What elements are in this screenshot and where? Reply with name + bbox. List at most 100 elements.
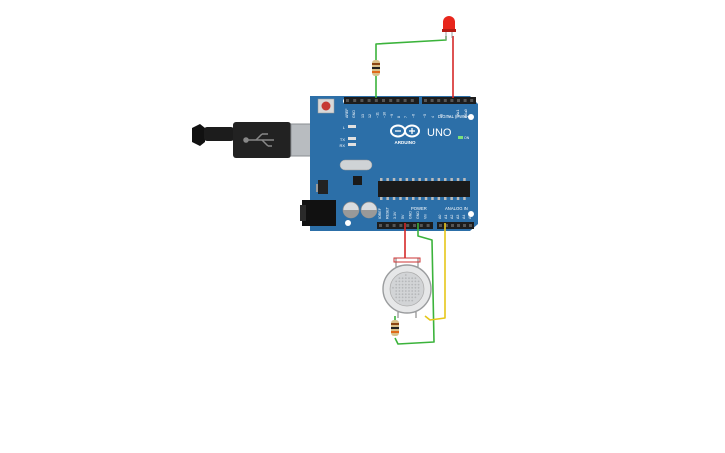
header-pin-hole[interactable] (419, 224, 423, 227)
pin-label: ~6 (411, 114, 415, 118)
pin-label: A1 (444, 215, 448, 219)
header-pin-hole[interactable] (379, 224, 382, 227)
header-pin-hole[interactable] (385, 224, 389, 227)
analog-header-label: ANALOG IN (445, 206, 468, 211)
wire-led-signal[interactable] (375, 36, 447, 98)
pin-label: AREF (345, 108, 349, 118)
reset-button[interactable] (317, 98, 335, 114)
pin-label: A3 (456, 215, 460, 219)
crystal-oscillator (339, 159, 373, 171)
voltage-regulator (318, 180, 328, 194)
pin-label: TX▸1 (456, 110, 460, 118)
header-pin-hole[interactable] (457, 224, 460, 227)
arduino-logo-text: ARDUINO (395, 140, 416, 145)
pin-label: A2 (450, 215, 454, 219)
header-pin-hole[interactable] (410, 99, 414, 102)
header-pin-hole[interactable] (463, 224, 466, 227)
header-pin-hole[interactable] (426, 224, 430, 227)
header-pin-hole[interactable] (470, 99, 474, 102)
pin-label: ~11 (375, 112, 379, 118)
usb-symbol-icon (243, 133, 274, 147)
header-pin-hole[interactable] (392, 224, 396, 227)
wire-sensor-signal[interactable] (424, 223, 446, 321)
header-pin-hole[interactable] (439, 224, 442, 227)
power-header-label: POWER (411, 206, 427, 211)
red-led[interactable] (442, 16, 456, 40)
header-pin-hole[interactable] (457, 99, 460, 102)
digital-header-left[interactable] (344, 97, 419, 104)
header-pin-hole[interactable] (451, 224, 454, 227)
pin-label: 8 (397, 116, 401, 118)
pin-label: ~5 (423, 114, 427, 118)
pin-label: GND (416, 211, 420, 219)
board-model-label: UNO (427, 127, 452, 139)
header-pin-hole[interactable] (403, 99, 407, 102)
analog-header[interactable] (437, 222, 474, 229)
pin-label: A5 (468, 215, 472, 219)
power-jack (300, 200, 336, 226)
led-tx-label: TX (340, 137, 345, 142)
resistor-bottom[interactable] (391, 320, 399, 336)
header-pin-hole[interactable] (450, 99, 454, 102)
on-led (458, 136, 463, 139)
pin-label: 4 (431, 116, 435, 118)
pin-label: 2 (448, 116, 452, 118)
pin-label: 13 (361, 114, 365, 118)
arduino-infinity-logo-icon (390, 124, 420, 138)
header-pin-hole[interactable] (367, 99, 371, 102)
pin-label: A0 (438, 215, 442, 219)
arduino-uno-board[interactable]: L TX RX ARDUINO UNO ON DIGITAL (PWM~) PO… (300, 96, 478, 231)
pin-label: 12 (368, 114, 372, 118)
header-pin-hole[interactable] (445, 224, 448, 227)
usb-plug-tip (192, 124, 205, 146)
header-pin-hole[interactable] (469, 224, 472, 227)
pin-label: GND (408, 211, 412, 219)
pin-label: A4 (462, 215, 466, 219)
header-pin-hole[interactable] (396, 99, 400, 102)
header-pin-hole[interactable] (346, 99, 349, 102)
mounting-hole (468, 211, 474, 217)
pin-label: 5V (401, 214, 405, 219)
header-pin-hole[interactable] (374, 99, 378, 102)
wire-sensor-ground[interactable] (394, 223, 435, 345)
header-pin-hole[interactable] (424, 99, 427, 102)
header-pin-hole[interactable] (413, 224, 416, 227)
pin-label: 3.3V (393, 211, 397, 219)
pin-label: ~9 (390, 114, 394, 118)
header-pin-hole[interactable] (389, 99, 393, 102)
pin-label: RX◂0 (464, 109, 468, 118)
header-pin-hole[interactable] (360, 99, 364, 102)
pin-label: GND (352, 110, 356, 118)
pin-label: 7 (404, 116, 408, 118)
mounting-hole (468, 114, 474, 120)
onboard-leds: L TX RX (339, 125, 356, 148)
on-led-label: ON (464, 136, 470, 140)
small-chip (353, 176, 362, 185)
pin-label: ~10 (383, 112, 387, 118)
digital-header-right[interactable] (422, 97, 476, 104)
digital-header-label: DIGITAL (PWM~) (438, 114, 471, 119)
header-pin-hole[interactable] (443, 99, 447, 102)
led-l-label: L (343, 125, 346, 130)
header-pin-hole[interactable] (353, 99, 357, 102)
resistor-top[interactable] (372, 60, 380, 76)
header-pin-hole[interactable] (406, 224, 410, 227)
header-pin-hole[interactable] (437, 99, 441, 102)
header-pin-hole[interactable] (463, 99, 467, 102)
header-pin-hole[interactable] (430, 99, 434, 102)
header-pin-hole[interactable] (399, 224, 403, 227)
capacitor (342, 201, 360, 219)
led-rx-label: RX (339, 143, 345, 148)
pin-label: RESET (386, 206, 390, 219)
capacitor (360, 201, 378, 219)
pin-label: IOREF (378, 207, 382, 219)
usb-cable-sleeve (204, 127, 234, 141)
header-pin-hole[interactable] (382, 99, 385, 102)
board-pcb (310, 96, 478, 231)
atmega-chip (378, 178, 470, 200)
mounting-hole (345, 220, 351, 226)
pin-label: ~3 (439, 114, 443, 118)
gas-sensor[interactable] (382, 257, 432, 318)
pin-label: Vin (424, 214, 428, 219)
